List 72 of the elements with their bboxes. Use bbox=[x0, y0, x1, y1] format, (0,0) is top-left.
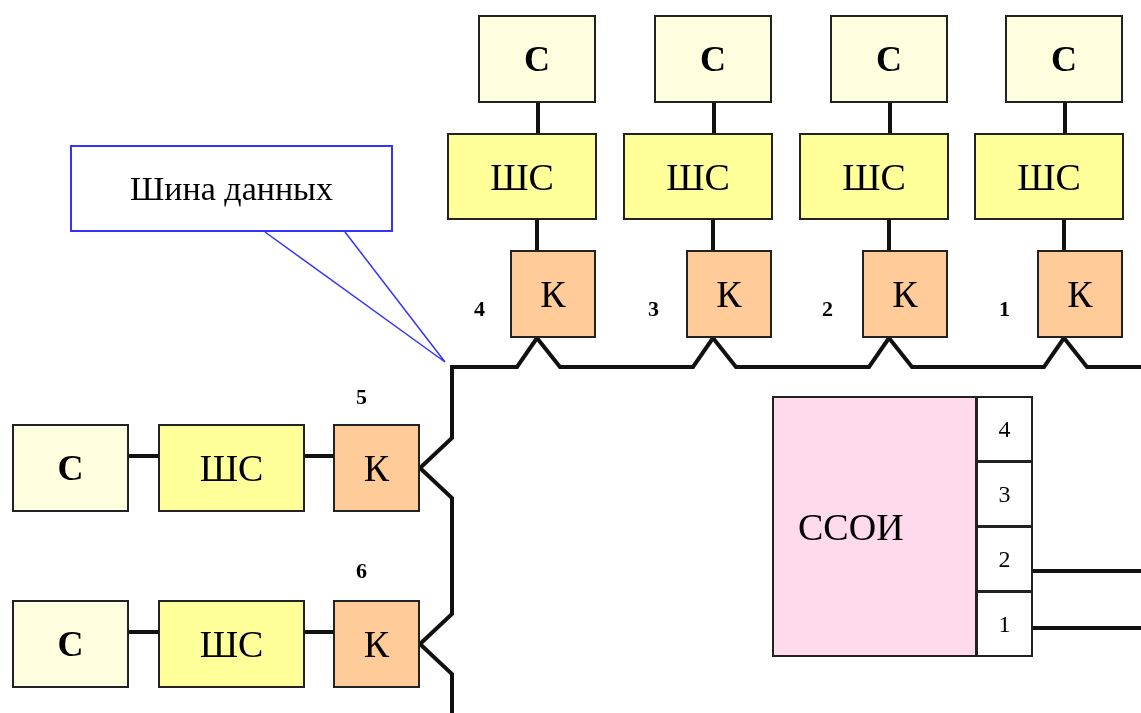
port-number: 4 bbox=[998, 415, 1011, 443]
controller-label: К bbox=[363, 622, 390, 666]
controller-box bbox=[686, 250, 772, 338]
interface-box bbox=[799, 133, 949, 220]
sensor-label: С bbox=[876, 38, 902, 80]
connector-line bbox=[711, 220, 715, 250]
controller-box bbox=[333, 600, 420, 688]
callout-box bbox=[70, 145, 393, 232]
connector-line bbox=[129, 454, 158, 458]
port-number: 1 bbox=[998, 610, 1011, 638]
controller-label: К bbox=[363, 446, 390, 490]
controller-label: К bbox=[892, 272, 918, 316]
sensor-label: С bbox=[524, 38, 550, 80]
port-number: 2 bbox=[998, 545, 1011, 573]
channel-number: 3 bbox=[648, 296, 659, 322]
connector-line bbox=[305, 630, 333, 634]
connector-line bbox=[129, 630, 158, 634]
sensor-box bbox=[1005, 15, 1123, 103]
sensor-label: С bbox=[1051, 38, 1077, 80]
channel-number: 1 bbox=[999, 296, 1010, 322]
connector-line bbox=[305, 454, 333, 458]
connector-line bbox=[536, 103, 540, 133]
callout-text: Шина данных bbox=[130, 169, 333, 208]
interface-label: ШС bbox=[199, 622, 264, 666]
sensor-label: С bbox=[57, 447, 84, 489]
interface-label: ШС bbox=[1017, 154, 1081, 199]
port-box bbox=[976, 396, 1033, 462]
interface-box bbox=[158, 424, 305, 512]
connector-line bbox=[888, 103, 892, 133]
connector-line bbox=[1033, 569, 1141, 573]
channel-number: 5 bbox=[356, 384, 367, 410]
data-bus-line bbox=[1062, 336, 1141, 369]
connector-line bbox=[1033, 626, 1141, 630]
controller-box bbox=[510, 250, 596, 338]
connector-line bbox=[1063, 103, 1067, 133]
data-bus-line bbox=[711, 336, 891, 369]
interface-label: ШС bbox=[666, 154, 730, 199]
controller-box bbox=[333, 424, 420, 512]
channel-number: 6 bbox=[356, 558, 367, 584]
sensor-label: С bbox=[57, 623, 84, 665]
port-box bbox=[976, 461, 1033, 527]
port-box bbox=[976, 591, 1033, 657]
port-number: 3 bbox=[998, 480, 1011, 508]
controller-label: К bbox=[540, 272, 566, 316]
connector-line bbox=[712, 103, 716, 133]
channel-number: 2 bbox=[822, 296, 833, 322]
connector-line bbox=[535, 220, 539, 250]
sensor-box bbox=[12, 600, 129, 688]
interface-box bbox=[623, 133, 773, 220]
controller-label: К bbox=[716, 272, 742, 316]
interface-label: ШС bbox=[490, 154, 554, 199]
interface-box bbox=[974, 133, 1124, 220]
sensor-box bbox=[478, 15, 596, 103]
sensor-box bbox=[654, 15, 772, 103]
sensor-label: С bbox=[700, 38, 726, 80]
interface-box bbox=[447, 133, 597, 220]
interface-label: ШС bbox=[842, 154, 906, 199]
channel-number: 4 bbox=[474, 296, 485, 322]
connector-line bbox=[1062, 220, 1066, 250]
interface-label: ШС bbox=[199, 446, 264, 490]
processing-unit-box bbox=[772, 396, 977, 657]
connector-line bbox=[887, 220, 891, 250]
unit-label: ССОИ bbox=[798, 504, 904, 549]
data-bus-line bbox=[535, 336, 715, 369]
controller-box bbox=[1037, 250, 1123, 338]
interface-box bbox=[158, 600, 305, 688]
sensor-box bbox=[830, 15, 948, 103]
controller-box bbox=[862, 250, 948, 338]
controller-label: К bbox=[1067, 272, 1093, 316]
port-box bbox=[976, 526, 1033, 592]
data-bus-line bbox=[887, 336, 1066, 369]
sensor-box bbox=[12, 424, 129, 512]
